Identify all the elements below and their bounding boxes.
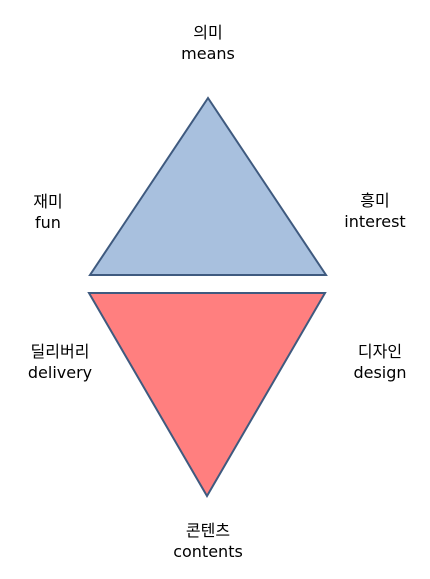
label-fun: 재미 fun [8, 191, 88, 233]
label-design-ko: 디자인 [357, 342, 403, 361]
lower-triangle [87, 292, 327, 498]
label-means-ko: 의미 [193, 23, 223, 42]
label-delivery: 딜리버리 delivery [10, 341, 110, 383]
label-fun-ko: 재미 [33, 192, 63, 211]
label-interest: 흥미 interest [330, 190, 420, 232]
label-means: 의미 means [158, 22, 258, 64]
label-contents: 콘텐츠 contents [143, 520, 273, 562]
label-means-en: means [181, 44, 235, 63]
label-design-en: design [353, 363, 407, 382]
label-interest-en: interest [344, 212, 406, 231]
upper-triangle [88, 96, 328, 276]
label-delivery-ko: 딜리버리 [30, 342, 90, 361]
label-interest-ko: 흥미 [360, 191, 390, 210]
label-fun-en: fun [35, 213, 61, 232]
label-delivery-en: delivery [27, 363, 93, 382]
label-contents-ko: 콘텐츠 [185, 521, 231, 540]
label-design: 디자인 design [335, 341, 425, 383]
label-contents-en: contents [173, 542, 243, 561]
